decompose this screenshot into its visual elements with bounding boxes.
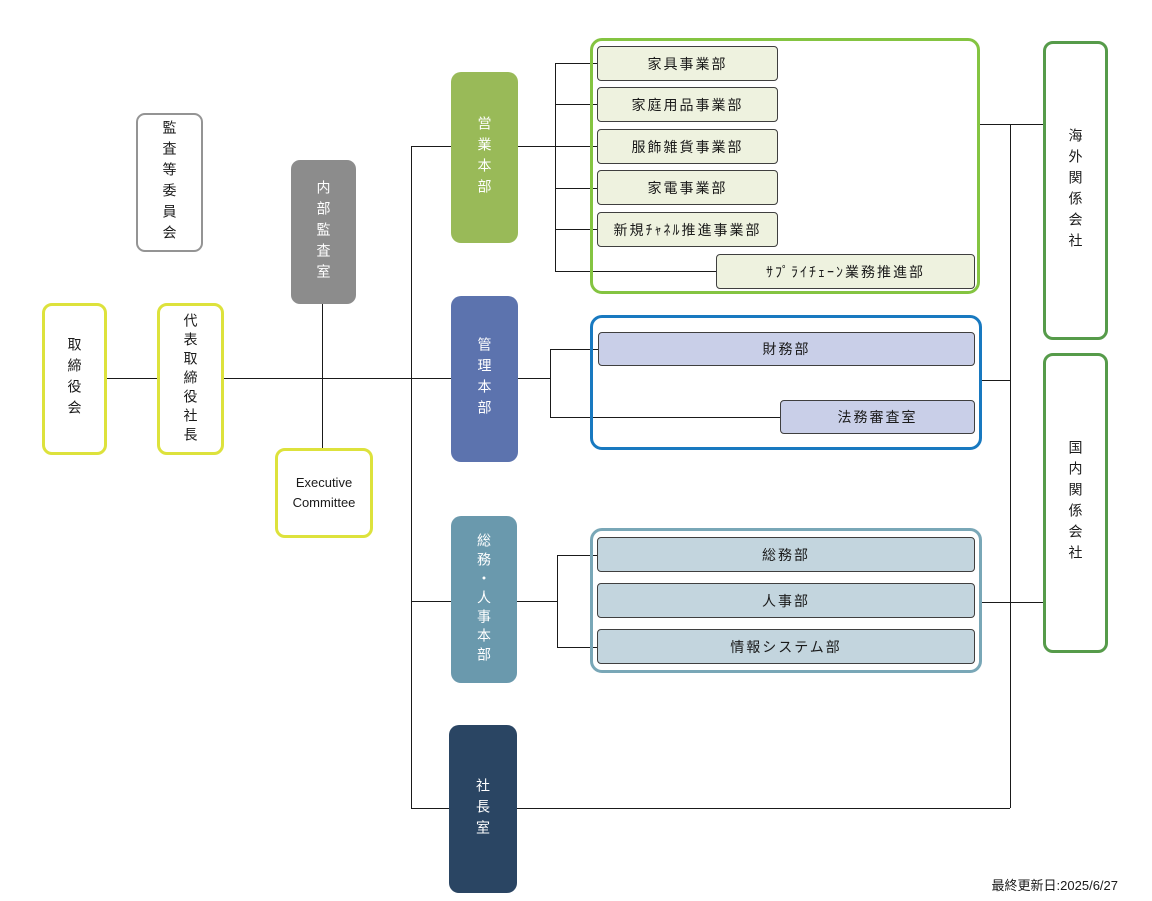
last-updated-note: 最終更新日:2025/6/27 <box>991 878 1118 893</box>
connector-president-office <box>411 808 1010 809</box>
connector-admin-branch <box>550 349 551 417</box>
connector-stub-info-systems <box>557 647 597 648</box>
dept-general-affairs: 総務部 <box>597 537 975 572</box>
board-label: 取締役会 <box>66 337 83 421</box>
audit-committee-label: 監査等委員会 <box>161 119 178 246</box>
dept-home-appliance-label: 家電事業部 <box>647 179 728 196</box>
ga-hr-hq-label: 総務・人事本部 <box>476 533 492 666</box>
dept-finance-label: 財務部 <box>762 341 811 357</box>
connector-sales-overseas <box>980 124 1043 125</box>
sales-departments-container <box>590 38 980 294</box>
connector-stub-newchannel <box>555 229 597 230</box>
connector-stub-appliance <box>555 188 597 189</box>
connector-sales-branch <box>555 63 556 271</box>
dept-human-resources-label: 人事部 <box>762 592 810 609</box>
node-internal-audit: 内部監査室 <box>291 160 356 304</box>
dept-supply-chain: ｻﾌﾟﾗｲﾁｪｰﾝ業務推進部 <box>716 254 975 289</box>
node-sales-hq: 営業本部 <box>451 72 518 243</box>
admin-hq-label: 管理本部 <box>476 337 493 421</box>
connector-gahr-branch <box>557 555 558 647</box>
node-board-of-directors: 取締役会 <box>42 303 107 455</box>
dept-furniture: 家具事業部 <box>597 46 778 81</box>
node-president-office: 社長室 <box>449 725 517 893</box>
dept-household-goods: 家庭用品事業部 <box>597 87 778 122</box>
president-office-label: 社長室 <box>475 777 491 841</box>
dept-household-goods-label: 家庭用品事業部 <box>631 96 744 113</box>
dept-human-resources: 人事部 <box>597 583 975 618</box>
dept-supply-chain-label: ｻﾌﾟﾗｲﾁｪｰﾝ業務推進部 <box>766 263 925 280</box>
dept-apparel-sundries-label: 服飾雑貨事業部 <box>631 138 744 155</box>
connector-stub-apparel <box>555 146 597 147</box>
connector-right-trunk <box>1010 124 1011 808</box>
dept-legal-review-label: 法務審査室 <box>837 409 918 425</box>
node-executive-committee: Executive Committee <box>275 448 373 538</box>
dept-home-appliance: 家電事業部 <box>597 170 778 205</box>
ga-hr-departments-container <box>590 528 982 673</box>
connector-stub-legal <box>550 417 780 418</box>
president-label: 代表取締役社長 <box>182 312 199 446</box>
internal-audit-label: 内部監査室 <box>315 179 332 285</box>
dept-general-affairs-label: 総務部 <box>762 546 810 563</box>
connector-admin-right <box>982 380 1010 381</box>
domestic-affiliates-label: 国内関係会社 <box>1067 440 1084 566</box>
admin-departments-container <box>590 315 982 450</box>
dept-info-systems: 情報システム部 <box>597 629 975 664</box>
connector-internal-audit-exec <box>322 304 323 448</box>
connector-stub-supplychain <box>555 271 716 272</box>
node-audit-committee: 監査等委員会 <box>136 113 203 252</box>
dept-info-systems-label: 情報システム部 <box>730 638 842 655</box>
dept-furniture-label: 家具事業部 <box>647 55 728 72</box>
node-ga-hr-hq: 総務・人事本部 <box>451 516 517 683</box>
connector-president-trunk <box>224 378 411 379</box>
dept-new-channel-label: 新規ﾁｬﾈﾙ推進事業部 <box>613 221 762 238</box>
dept-apparel-sundries: 服飾雑貨事業部 <box>597 129 778 164</box>
node-president: 代表取締役社長 <box>157 303 224 455</box>
connector-gahr-domestic <box>982 602 1043 603</box>
connector-stub-furniture <box>555 63 597 64</box>
dept-finance: 財務部 <box>598 332 975 366</box>
node-overseas-affiliates: 海外関係会社 <box>1043 41 1108 340</box>
sales-hq-label: 営業本部 <box>476 115 493 200</box>
connector-stub-general-affairs <box>557 555 597 556</box>
overseas-affiliates-label: 海外関係会社 <box>1067 127 1084 254</box>
node-admin-hq: 管理本部 <box>451 296 518 462</box>
dept-legal-review: 法務審査室 <box>780 400 975 434</box>
connector-trunk <box>411 146 412 808</box>
connector-board-president <box>107 378 157 379</box>
node-domestic-affiliates: 国内関係会社 <box>1043 353 1108 653</box>
connector-stub-household <box>555 104 597 105</box>
dept-new-channel: 新規ﾁｬﾈﾙ推進事業部 <box>597 212 778 247</box>
connector-stub-finance <box>550 349 598 350</box>
executive-committee-label: Executive Committee <box>292 474 356 510</box>
